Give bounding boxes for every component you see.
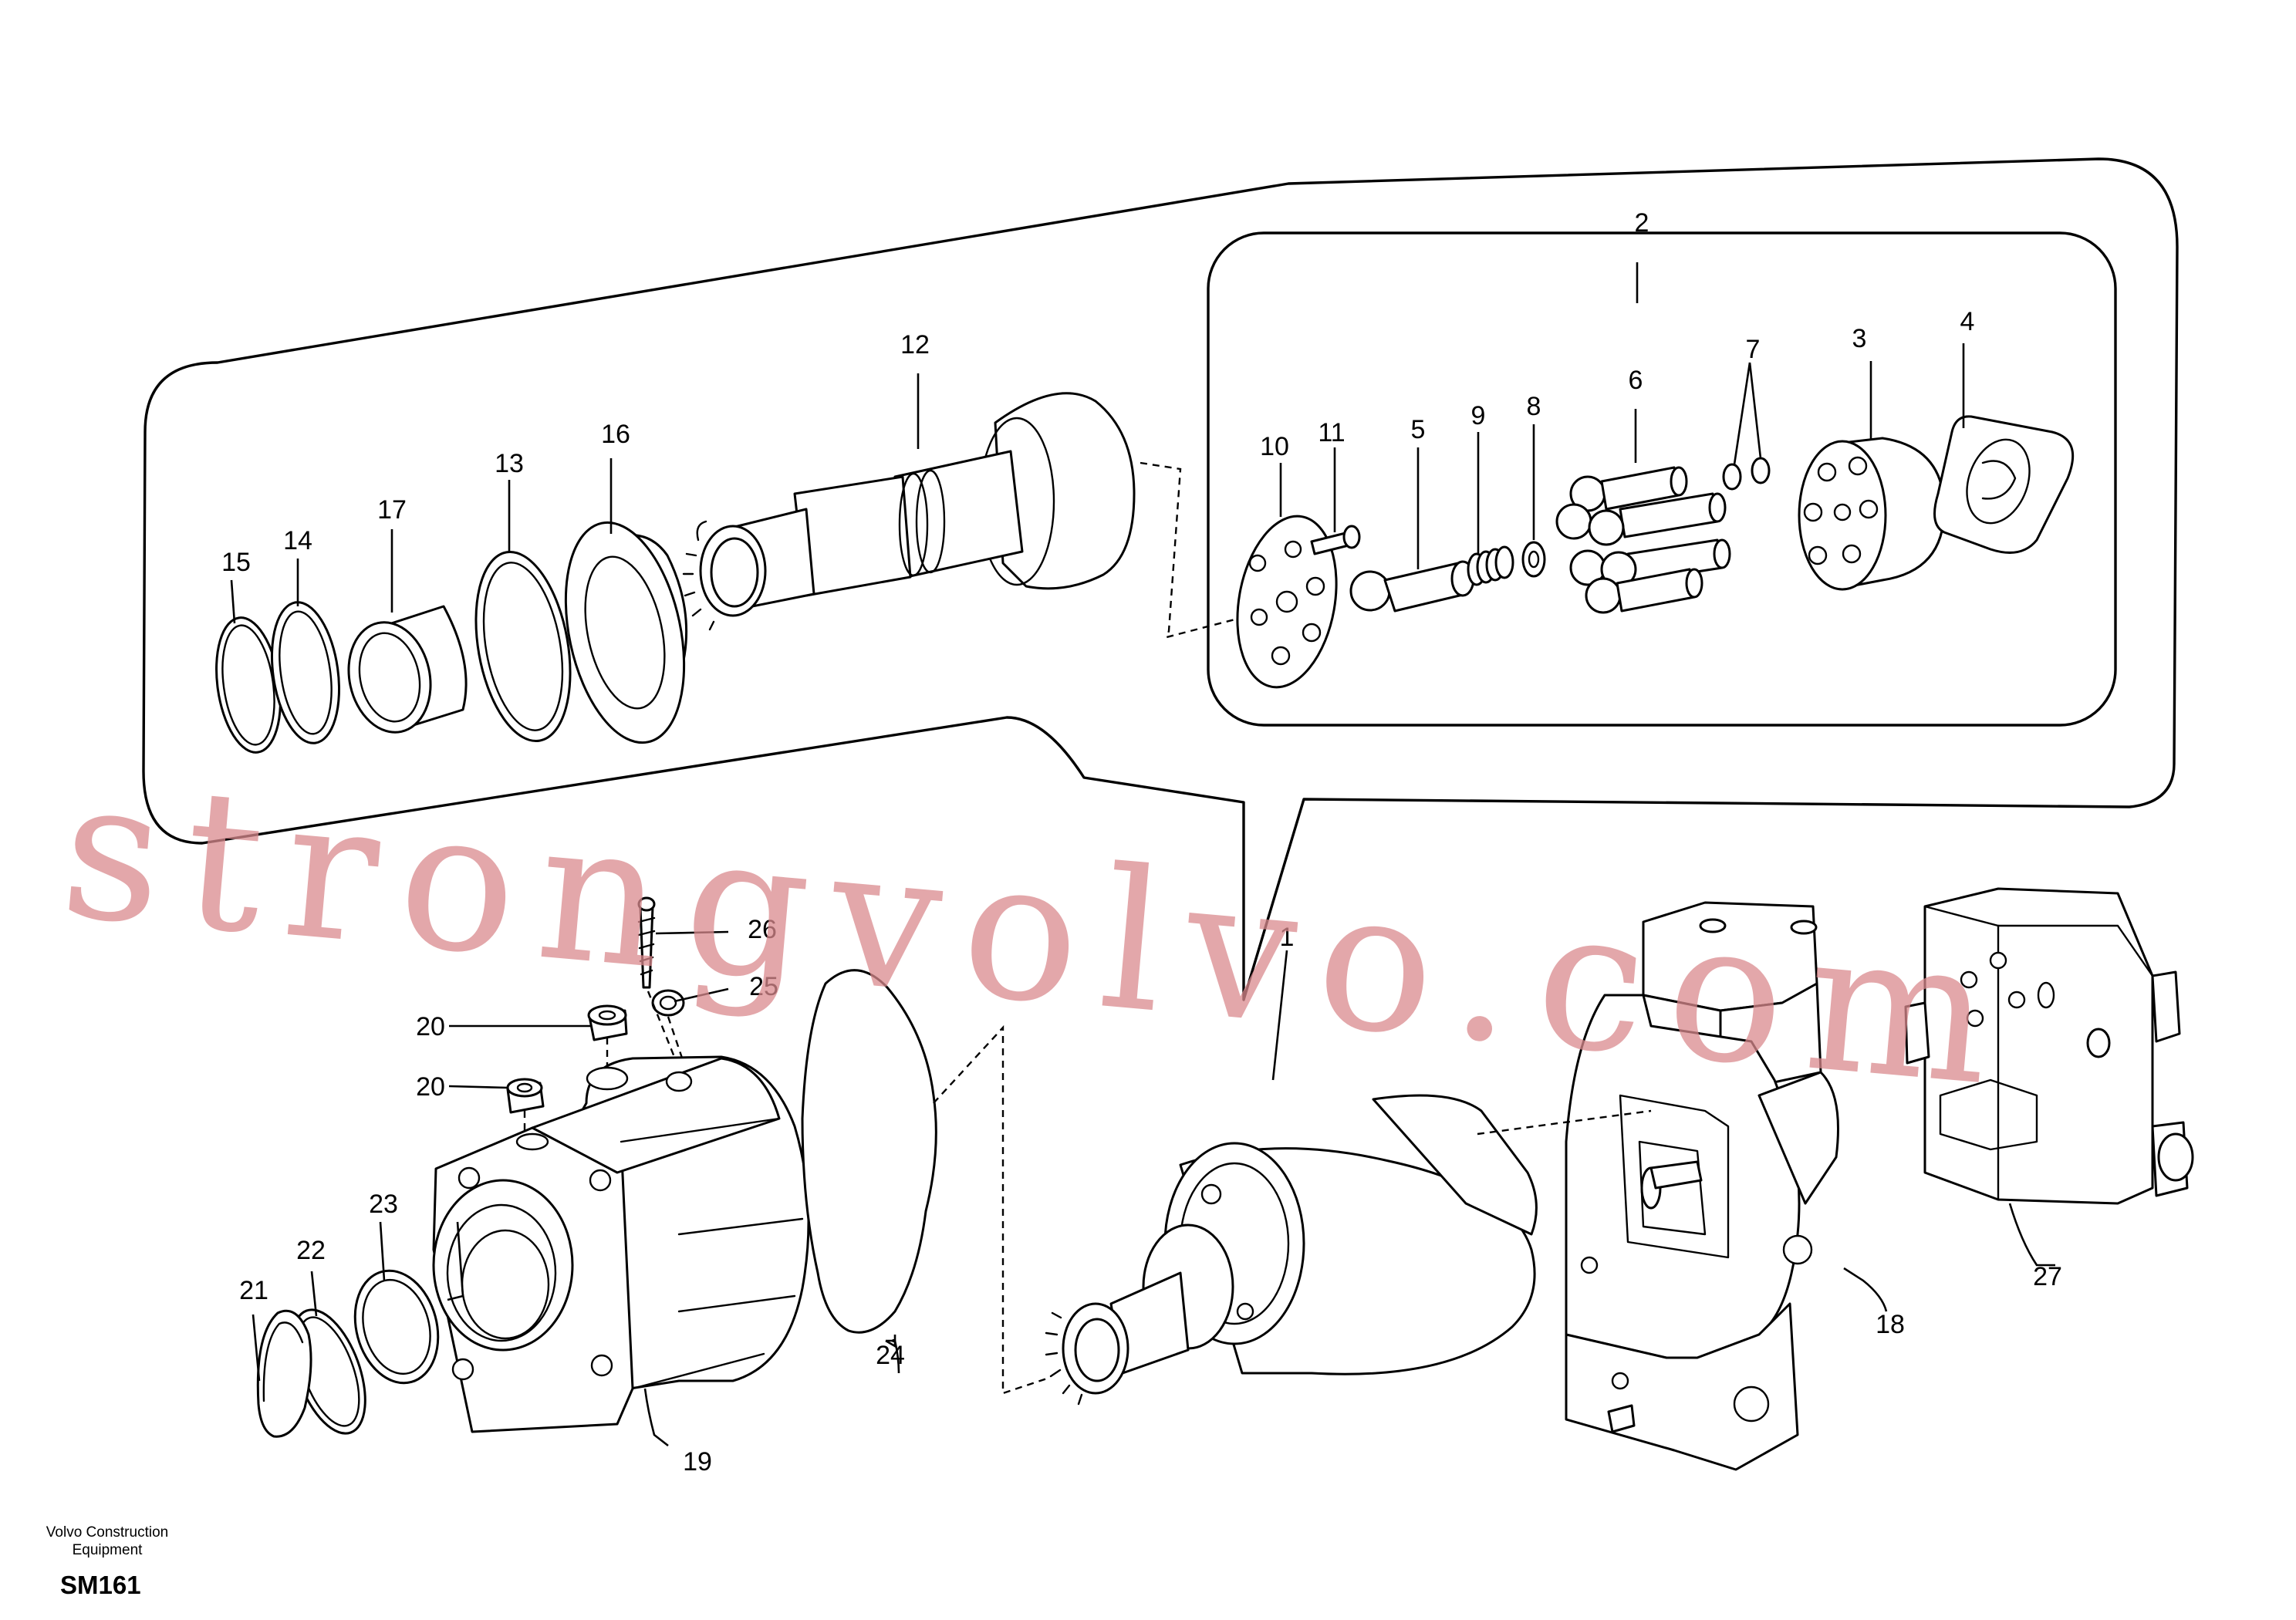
valve-block-18 <box>1565 901 1839 1471</box>
callout-14: 14 <box>283 526 312 555</box>
callout-22: 22 <box>296 1236 326 1265</box>
ring-23 <box>353 1269 440 1385</box>
callout-13: 13 <box>495 449 524 478</box>
callout-25: 25 <box>749 972 778 1001</box>
callout-20-lower: 20 <box>416 1072 445 1102</box>
washer-8 <box>1521 541 1546 578</box>
plug-20-lower <box>506 1078 545 1114</box>
control-cover-27 <box>1904 887 2194 1205</box>
motor-housing-19 <box>432 1055 810 1433</box>
callout-18: 18 <box>1876 1310 1905 1339</box>
dashed-link-gasket-shaft <box>933 1024 1050 1395</box>
rotary-assembly-1 <box>1045 1094 1538 1406</box>
rings-7 <box>1722 457 1771 491</box>
sleeve-17 <box>347 605 468 734</box>
spring-9 <box>1467 545 1514 586</box>
seal-ring-14 <box>270 601 341 744</box>
callout-2: 2 <box>1635 208 1649 238</box>
callout-6: 6 <box>1629 366 1643 395</box>
callout-24: 24 <box>876 1341 905 1370</box>
callout-27: 27 <box>2033 1262 2062 1291</box>
figure-code: SM161 <box>60 1571 141 1599</box>
gasket-24 <box>801 969 937 1334</box>
dashed-link-shaft-group <box>1140 461 1244 639</box>
outer-callout-frame <box>142 157 2179 1001</box>
callout-12: 12 <box>900 330 930 359</box>
valve-plate-4 <box>1933 415 2075 554</box>
cylinder-block-3 <box>1798 437 1946 591</box>
screw-26 <box>637 896 656 989</box>
callout-11: 11 <box>1318 418 1345 447</box>
callout-19: 19 <box>683 1447 712 1477</box>
callout-17: 17 <box>377 495 407 525</box>
callout-9: 9 <box>1471 401 1486 430</box>
leader-lines <box>230 262 2055 1447</box>
company-caption: Volvo Construction Equipment <box>46 1524 169 1558</box>
callout-26: 26 <box>748 915 777 944</box>
dashed-link-rotor-block <box>1477 1109 1652 1136</box>
center-pin-5 <box>1349 560 1475 613</box>
callout-5: 5 <box>1411 415 1426 444</box>
callout-23: 23 <box>369 1190 398 1219</box>
drive-shaft-12 <box>682 392 1136 631</box>
plug-20-upper <box>587 1004 628 1041</box>
callout-labels: 2 3 4 5 6 7 8 9 10 11 12 13 14 15 16 17 … <box>221 208 2062 1477</box>
callout-10: 10 <box>1260 432 1289 461</box>
bearing-16 <box>564 521 688 744</box>
retainer-plate-10 <box>1236 515 1338 689</box>
pistons-6 <box>1555 466 1731 614</box>
circlip-21 <box>256 1309 312 1438</box>
callout-21: 21 <box>239 1276 268 1305</box>
bolt-11 <box>1310 525 1361 555</box>
callout-3: 3 <box>1852 324 1867 353</box>
callout-8: 8 <box>1527 392 1541 421</box>
callout-15: 15 <box>221 548 251 577</box>
callout-1: 1 <box>1280 923 1295 952</box>
callout-20-upper: 20 <box>416 1012 445 1041</box>
shim-13 <box>474 550 572 743</box>
callout-7: 7 <box>1746 335 1761 364</box>
rotating-group-box <box>1207 231 2117 727</box>
callout-16: 16 <box>601 420 630 449</box>
watermark-text: strongvolvo.com <box>54 736 2023 1130</box>
callout-4: 4 <box>1960 307 1975 336</box>
